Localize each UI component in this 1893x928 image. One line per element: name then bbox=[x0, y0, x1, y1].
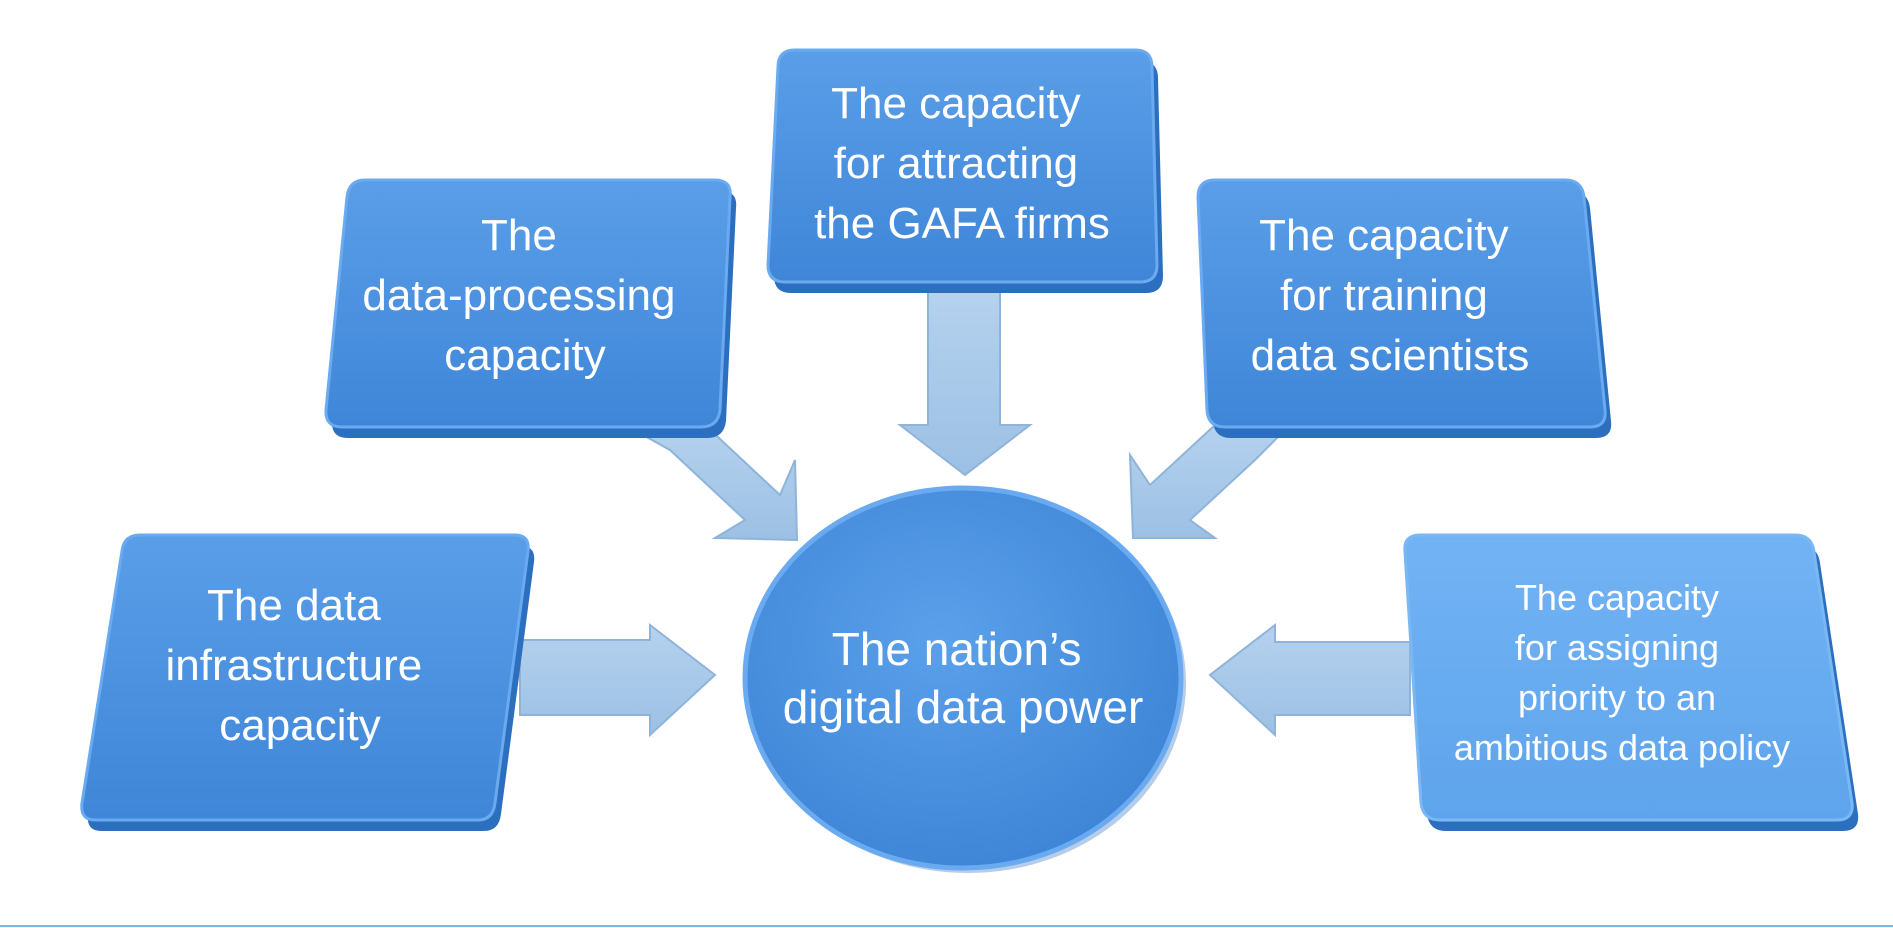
arrow-from-processing bbox=[621, 424, 799, 542]
node-infrastructure-label: The data infrastructure capacity bbox=[166, 581, 435, 750]
node-label-line: the GAFA firms bbox=[814, 199, 1110, 248]
node-label-line: data scientists bbox=[1251, 331, 1530, 380]
node-training-label: The capacity for training data scientist… bbox=[1251, 211, 1530, 380]
node-label-line: for training bbox=[1280, 271, 1488, 320]
node-policy-label: The capacity for assigning priority to a… bbox=[1454, 577, 1790, 768]
node-label-line: The capacity bbox=[831, 79, 1080, 128]
center-label-line: digital data power bbox=[783, 681, 1144, 733]
node-processing-label: The data-processing capacity bbox=[362, 211, 687, 380]
node-label-line: ambitious data policy bbox=[1454, 727, 1790, 768]
node-training: The capacity for training data scientist… bbox=[1196, 178, 1612, 438]
node-label-line: capacity bbox=[444, 331, 605, 380]
node-label-line: for assigning bbox=[1515, 627, 1719, 668]
node-label-line: capacity bbox=[219, 701, 380, 750]
node-label-line: The capacity bbox=[1515, 577, 1719, 618]
arrow-from-policy bbox=[1208, 622, 1411, 738]
bottom-rule bbox=[0, 925, 1893, 927]
node-label-line: for attracting bbox=[834, 139, 1079, 188]
arrow-from-training bbox=[1128, 424, 1293, 539]
node-label-line: The bbox=[481, 211, 557, 260]
node-infrastructure: The data infrastructure capacity bbox=[80, 533, 535, 831]
node-processing: The data-processing capacity bbox=[324, 178, 737, 438]
center-label: The nation’s digital data power bbox=[783, 623, 1144, 733]
arrow-from-gafa bbox=[897, 289, 1033, 477]
node-label-line: infrastructure bbox=[166, 641, 423, 690]
node-gafa: The capacity for attracting the GAFA fir… bbox=[766, 48, 1163, 293]
node-label-line: The data bbox=[207, 581, 381, 630]
arrow-from-infrastructure bbox=[519, 622, 717, 738]
center-node: The nation’s digital data power bbox=[742, 485, 1186, 873]
node-gafa-label: The capacity for attracting the GAFA fir… bbox=[814, 79, 1110, 248]
node-policy: The capacity for assigning priority to a… bbox=[1403, 533, 1859, 831]
node-label-line: data-processing bbox=[362, 271, 675, 320]
node-label-line: priority to an bbox=[1518, 677, 1716, 718]
center-label-line: The nation’s bbox=[832, 623, 1082, 675]
node-label-line: The capacity bbox=[1259, 211, 1508, 260]
